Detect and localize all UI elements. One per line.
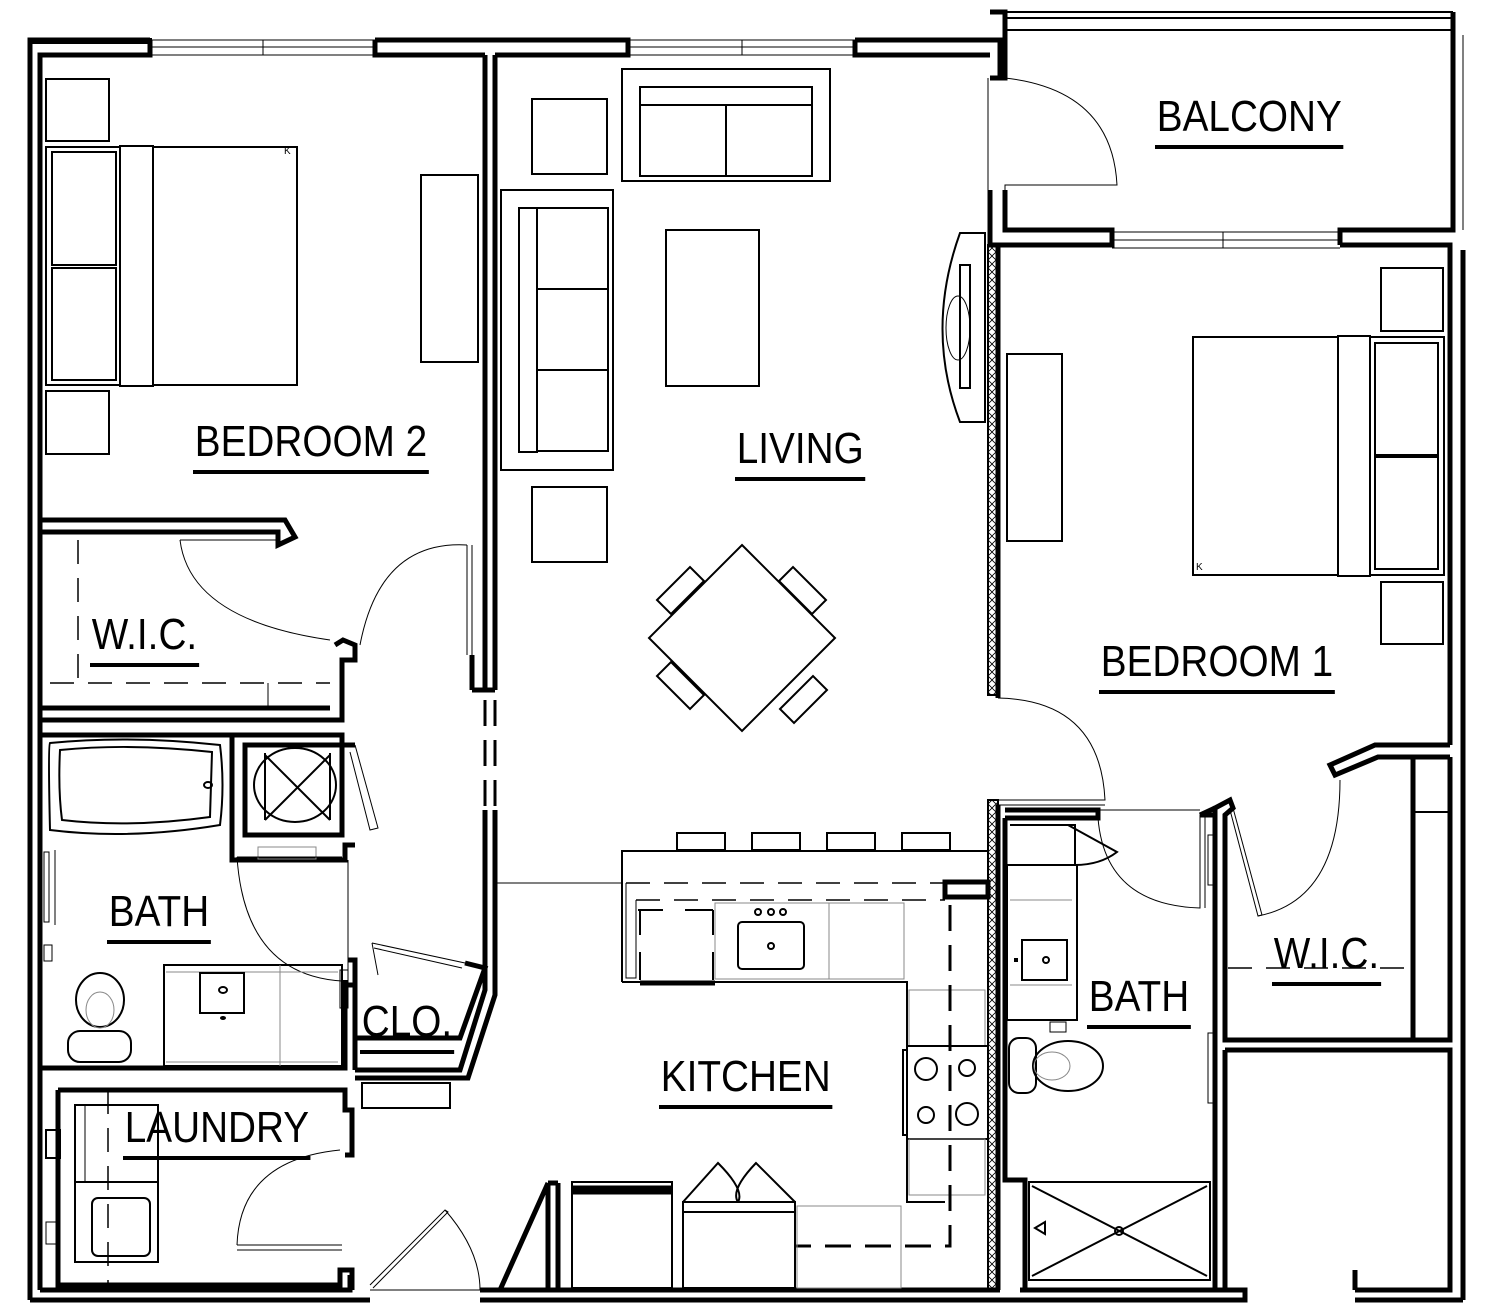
wic-left <box>40 539 358 723</box>
bed-marker-right: K <box>1196 562 1203 573</box>
laundry <box>37 1082 481 1291</box>
bedroom2-furniture <box>45 78 479 455</box>
label-bedroom2: BEDROOM 2 <box>193 420 429 474</box>
label-balcony: BALCONY <box>1155 95 1344 149</box>
label-laundry: LAUNDRY <box>123 1106 311 1160</box>
bedroom1-furniture <box>1006 267 1445 645</box>
label-bedroom1: BEDROOM 1 <box>1099 640 1335 694</box>
kitchen <box>495 832 991 1292</box>
label-closet: CLO. <box>360 1000 454 1054</box>
label-living: LIVING <box>735 427 866 481</box>
closet <box>339 942 489 1109</box>
wic-right <box>1212 742 1453 1043</box>
label-kitchen: KITCHEN <box>659 1055 833 1109</box>
label-bath-right: BATH <box>1087 975 1191 1029</box>
label-wic-right: W.I.C. <box>1272 932 1381 986</box>
living-furniture <box>500 68 986 733</box>
bath-left <box>40 732 379 1071</box>
label-bath-left: BATH <box>107 890 211 944</box>
label-wic-left: W.I.C. <box>90 613 199 667</box>
bed-marker-left: K <box>284 146 291 157</box>
bath-right <box>1002 805 1218 1290</box>
